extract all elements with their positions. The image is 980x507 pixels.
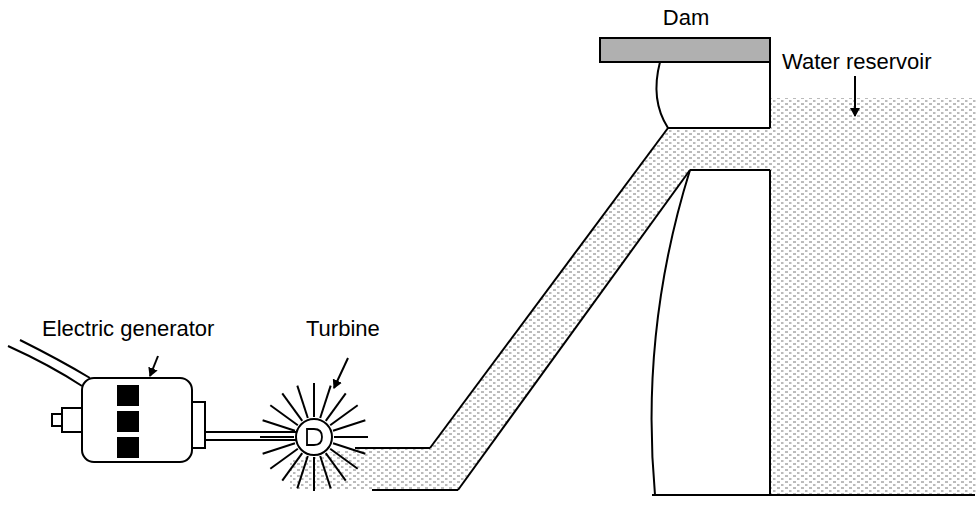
turbine-blade <box>330 405 358 425</box>
turbine-blade <box>334 436 368 438</box>
penstock-water <box>290 128 770 490</box>
shaft <box>205 432 296 440</box>
turbine-blade <box>333 420 365 431</box>
turbine-blade <box>297 456 308 488</box>
turbine-blades <box>260 383 368 491</box>
leader-arrows <box>150 76 855 388</box>
turbine-blade <box>320 386 331 418</box>
generator-label: Electric generator <box>42 317 214 341</box>
turbine-blade <box>333 443 365 454</box>
turbine-blade <box>297 386 308 418</box>
turbine-hub <box>296 419 332 455</box>
turbine-shaft-end <box>307 429 322 445</box>
turbine-blade <box>282 393 302 421</box>
turbine-blade <box>313 457 315 491</box>
reservoir-water <box>770 98 976 495</box>
turbine-blade <box>260 436 294 438</box>
turbine-blade <box>313 383 315 417</box>
turbine-blade <box>270 449 298 469</box>
turbine-blade <box>320 456 331 488</box>
turbine-blade <box>263 443 295 454</box>
dam-crest <box>600 38 770 62</box>
turbine-blade <box>263 420 295 431</box>
turbine-blade <box>326 453 346 481</box>
dam-body <box>652 62 975 495</box>
electric-generator <box>8 340 205 462</box>
reservoir-label: Water reservoir <box>782 50 932 74</box>
penstock-pipe <box>355 128 770 490</box>
dam-label: Dam <box>663 6 709 30</box>
turbine-label: Turbine <box>306 317 380 341</box>
